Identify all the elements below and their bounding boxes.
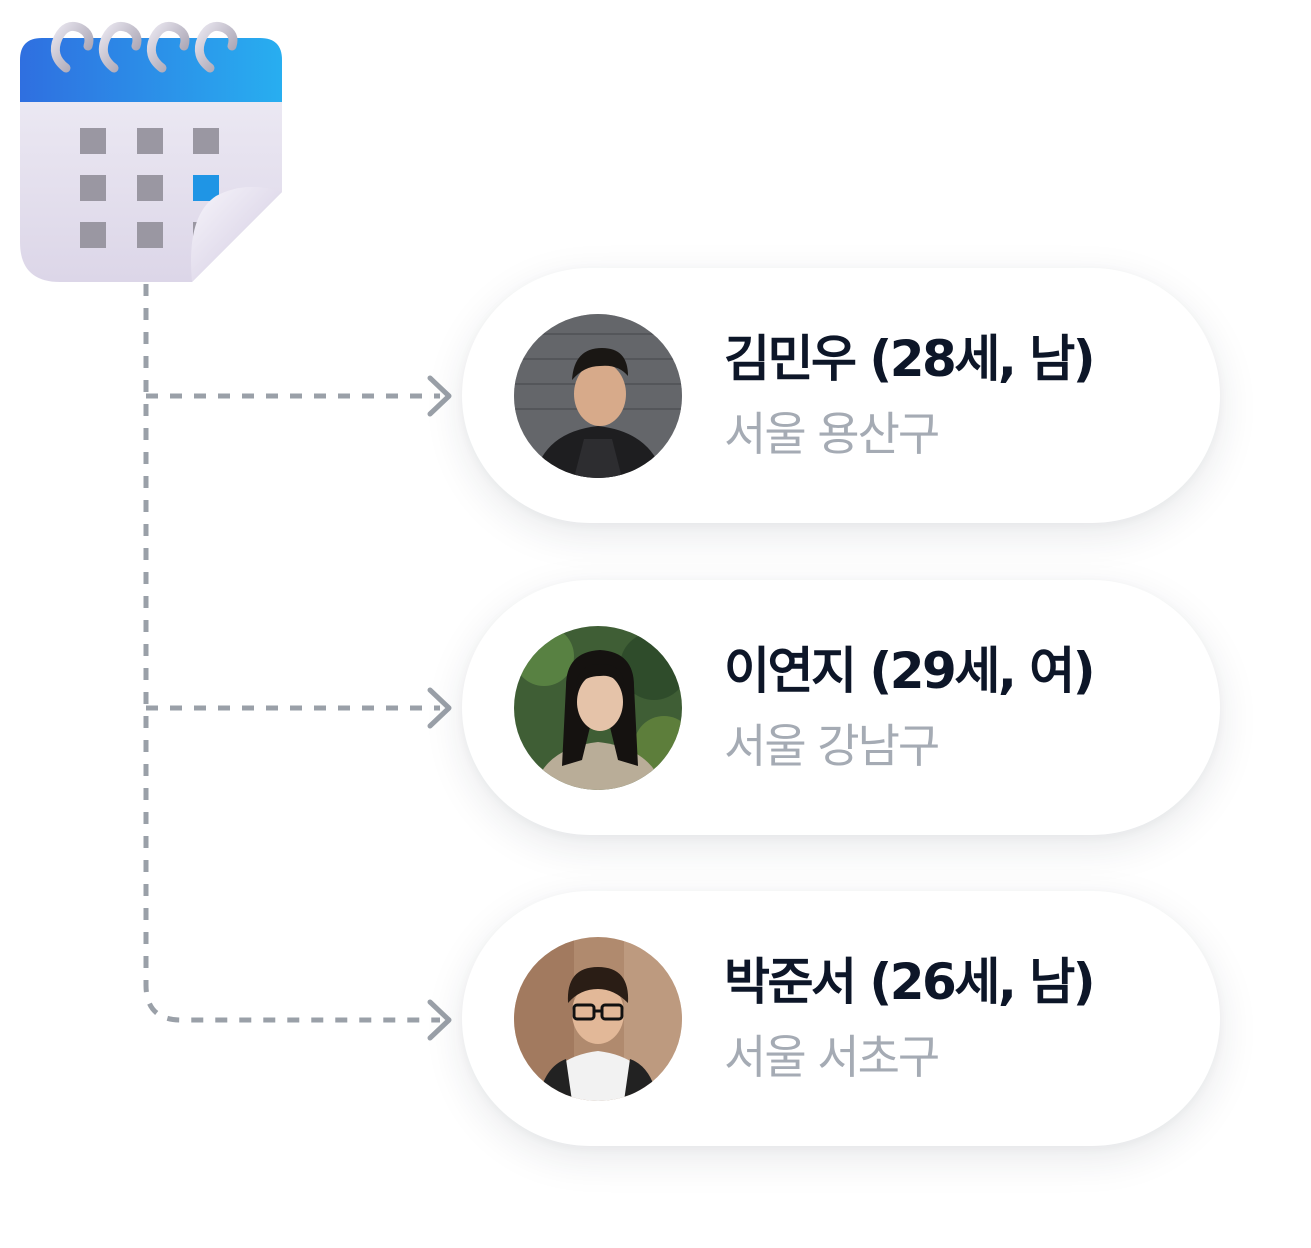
avatar [514,626,682,790]
person-location: 서울 강남구 [724,719,940,773]
avatar [514,314,682,478]
chevron-right-icon [427,999,452,1041]
calendar-icon [20,20,282,282]
person-location: 서울 서초구 [724,1030,940,1084]
person-card[interactable]: 이연지 (29세, 여) 서울 강남구 [462,580,1220,835]
chevron-right-icon [427,687,452,729]
person-card[interactable]: 김민우 (28세, 남) 서울 용산구 [462,268,1220,523]
person-name: 박준서 (26세, 남) [724,953,1096,1011]
person-name: 김민우 (28세, 남) [724,330,1096,388]
person-location: 서울 용산구 [724,407,940,461]
avatar [514,937,682,1101]
person-name: 이연지 (29세, 여) [724,642,1096,700]
chevron-right-icon [427,375,452,417]
person-card[interactable]: 박준서 (26세, 남) 서울 서초구 [462,891,1220,1146]
